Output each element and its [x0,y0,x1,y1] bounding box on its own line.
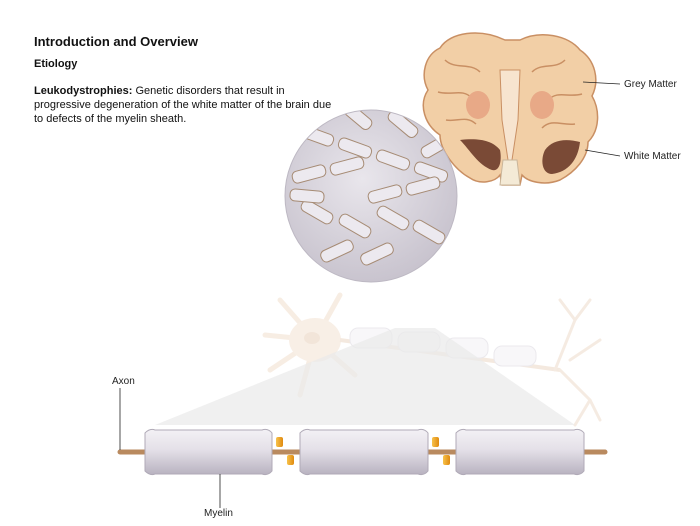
white-matter-right [542,140,580,174]
myelin-label: Myelin [204,508,233,519]
zoom-projection [155,328,575,425]
basal-ganglia-right [530,91,554,119]
myelinated-axon [117,388,608,508]
white-matter-pointer [584,149,621,157]
nodes-of-ranvier [276,437,450,465]
definition-term: Leukodystrophies: [34,85,133,97]
grey-matter-label: Grey Matter [624,79,677,90]
definition-text: Genetic disorders that result in progres… [34,85,332,125]
grey-matter-pointer [582,81,621,85]
axon-label: Axon [112,376,135,387]
brainstem [499,159,521,186]
myelin-sheath-segments [144,428,585,476]
page-title: Introduction and Overview [34,34,198,49]
magnified-white-matter [284,109,458,283]
gyri-folds [437,59,583,129]
section-subtitle: Etiology [34,58,78,70]
myelinated-fibers [289,110,454,266]
white-matter-left [460,139,501,171]
brain-coronal-section [422,32,599,186]
white-matter-label: White Matter [624,151,681,162]
definition-paragraph: Leukodystrophies: Genetic disorders that… [34,84,334,126]
basal-ganglia-left [466,91,490,119]
